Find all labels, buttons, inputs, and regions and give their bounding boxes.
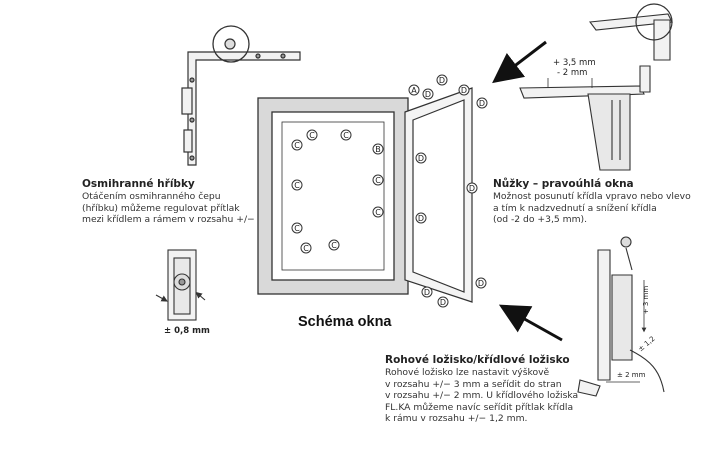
hinge-line: Rohové ložisko lze nastavit výškově [385, 367, 550, 378]
svg-text:C: C [294, 181, 300, 190]
svg-text:C: C [294, 224, 300, 233]
svg-text:D: D [478, 279, 484, 288]
mushroom-description: Osmihranné hříbky Otáčením osmihranného … [82, 178, 255, 226]
callout-c: C [340, 129, 352, 141]
mushroom-line: (hříbku) můžeme regulovat přítlak [82, 202, 240, 214]
callout-d: D [422, 88, 434, 100]
scissor-title: Nůžky – pravoúhlá okna [493, 178, 634, 190]
callout-c: C [328, 239, 340, 251]
scissor-line: (od -2 do +3,5 mm). [493, 214, 588, 226]
svg-text:D: D [418, 214, 424, 223]
callout-c: C [291, 222, 303, 234]
svg-text:D: D [424, 288, 430, 297]
hinge-detail-illustration [577, 236, 665, 397]
svg-text:C: C [375, 208, 381, 217]
callout-b: B [372, 143, 384, 155]
corner-fitting-illustration [181, 25, 301, 166]
callout-c: C [306, 129, 318, 141]
hinge-line: v rozsahu +/− 3 mm a seřídit do stran [385, 378, 562, 390]
callout-c: C [291, 179, 303, 191]
arrow-to-scissor [492, 40, 547, 84]
svg-text:D: D [418, 154, 424, 163]
scissor-line: a tím k nadzvednutí a snížení křídla [493, 202, 657, 214]
scissor-line: Možnost posunutí křídla vpravo nebo vlev… [493, 191, 691, 202]
callout-d: D [421, 286, 433, 298]
arrow-to-hinge [498, 304, 563, 342]
callout-c: C [372, 206, 384, 218]
svg-text:D: D [440, 298, 446, 307]
hinge-line: v rozsahu +/− 2 mm. U křídlového ložiska [385, 390, 579, 402]
callout-c: C [300, 242, 312, 254]
hinge-line: k rámu v rozsahu +/− 1,2 mm. [385, 413, 528, 425]
mushroom-line: Otáčením osmihranného čepu [82, 191, 221, 202]
scissor-plus-dimension-label: + 3,5 mm [553, 58, 596, 68]
hinge-title: Rohové ložisko/křídlové ložisko [385, 354, 570, 366]
svg-text:C: C [294, 141, 300, 150]
hinge-vertical-dimension-label: + 3 mm [642, 285, 651, 315]
scissor-minus-dimension-label: - 2 mm [557, 68, 588, 78]
callout-d: D [415, 152, 427, 164]
hinge-description: Rohové ložisko/křídlové ložisko Rohové l… [385, 354, 585, 425]
scissor-description: Nůžky – pravoúhlá okna Možnost posunutí … [493, 178, 703, 226]
callout-d: D [415, 212, 427, 224]
frame-callouts: C C C B C C C C C C [291, 129, 384, 254]
callout-d: D [476, 97, 488, 109]
svg-text:D: D [439, 76, 445, 85]
scissor-detail-illustration [519, 3, 673, 171]
mushroom-dimension-label: ± 0,8 mm [164, 326, 210, 336]
sash-callouts: A D D D D D D D D D D [408, 74, 488, 308]
mushroom-detail-illustration [155, 249, 206, 321]
callout-d: D [437, 296, 449, 308]
hinge-line: FL.KA můžeme navíc seřídit přítlak křídl… [385, 401, 574, 413]
window-frame [257, 97, 409, 295]
callout-c: C [291, 139, 303, 151]
svg-text:D: D [479, 99, 485, 108]
mushroom-title: Osmihranné hříbky [82, 178, 195, 190]
callout-d: D [475, 277, 487, 289]
svg-text:C: C [331, 241, 337, 250]
svg-text:C: C [309, 131, 315, 140]
callout-a: A [408, 84, 420, 96]
svg-text:C: C [343, 131, 349, 140]
svg-text:C: C [303, 244, 309, 253]
callout-d: D [436, 74, 448, 86]
callout-d: D [458, 84, 470, 96]
mushroom-line: mezi křídlem a rámem v rozsahu +/− [82, 214, 255, 226]
svg-text:D: D [461, 86, 467, 95]
svg-text:A: A [411, 86, 417, 95]
diagram-caption: Schéma okna [298, 314, 392, 330]
svg-text:B: B [375, 145, 381, 154]
svg-text:D: D [425, 90, 431, 99]
hinge-horizontal-dimension-label: ± 2 mm [617, 371, 646, 379]
window-sash [404, 87, 473, 303]
svg-text:D: D [469, 184, 475, 193]
svg-text:C: C [375, 176, 381, 185]
callout-c: C [372, 174, 384, 186]
callout-d: D [466, 182, 478, 194]
